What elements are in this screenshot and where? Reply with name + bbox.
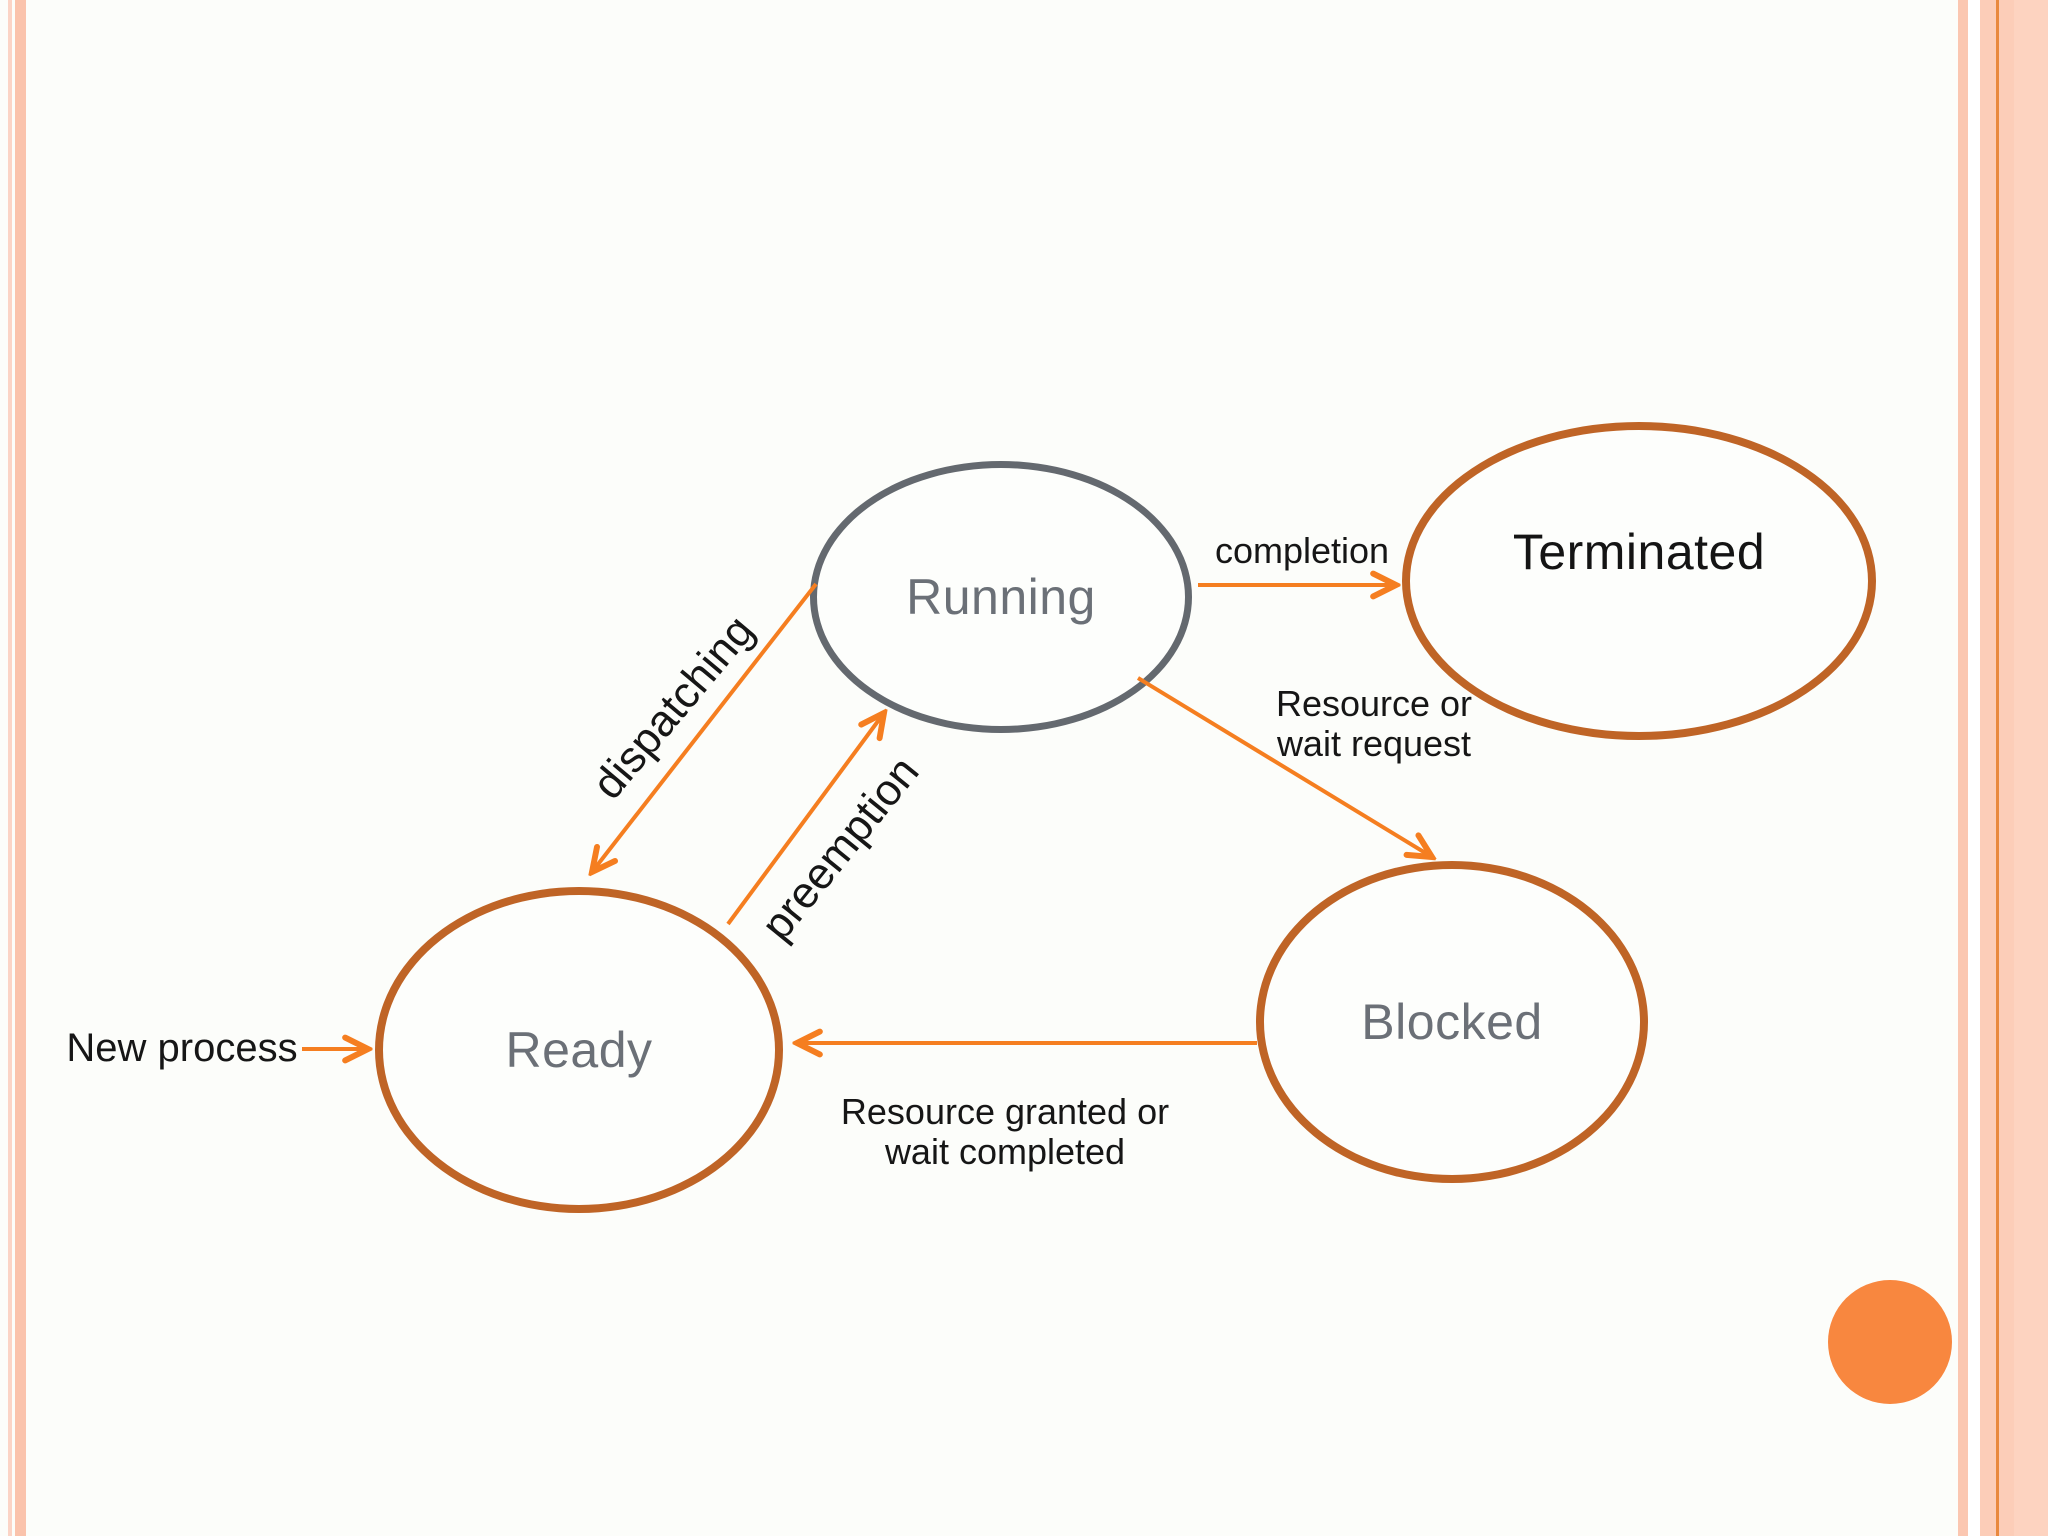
- state-ready-label: Ready: [505, 1022, 653, 1078]
- left-border-stripe-thin: [8, 0, 12, 1536]
- label-resource-request-line2: wait request: [1276, 723, 1472, 764]
- right-border-accent-line: [1996, 0, 1999, 1536]
- accent-circle: [1828, 1280, 1952, 1404]
- label-completion: completion: [1214, 530, 1390, 572]
- state-terminated-label: Terminated: [1512, 524, 1766, 580]
- right-border-stripe-4: [1999, 0, 2014, 1536]
- label-resource-granted-line1: Resource granted or: [840, 1091, 1170, 1133]
- state-running: Running: [810, 461, 1192, 733]
- state-blocked-label: Blocked: [1361, 994, 1543, 1050]
- right-border-stripe-3: [1980, 0, 1996, 1536]
- label-resource-granted-line2: wait completed: [884, 1131, 1126, 1172]
- label-resource-granted: Resource granted or wait completed: [841, 1092, 1169, 1172]
- label-new-process: New process: [66, 1025, 298, 1070]
- label-dispatching: dispatching: [582, 606, 764, 809]
- label-preemption: preemption: [751, 747, 929, 950]
- state-ready: Ready: [375, 887, 783, 1213]
- label-resource-request-line1: Resource or: [1275, 683, 1473, 725]
- state-running-label: Running: [906, 569, 1096, 625]
- left-border-stripe-wide: [15, 0, 26, 1536]
- right-border-stripe-2: [1968, 0, 1980, 1536]
- state-blocked: Blocked: [1256, 861, 1648, 1183]
- right-border-stripe-1: [1958, 0, 1968, 1536]
- right-border-stripe-5: [2014, 0, 2048, 1536]
- state-terminated: Terminated: [1402, 422, 1876, 740]
- label-resource-request: Resource or wait request: [1276, 684, 1472, 764]
